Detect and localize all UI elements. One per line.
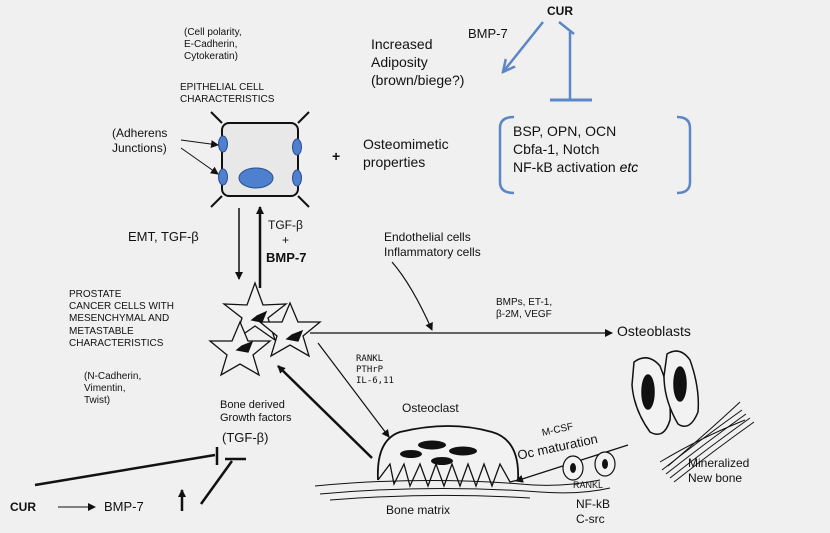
bone-matrix-label: Bone matrix <box>386 503 451 517</box>
osteoclast-label: Osteoclast <box>402 401 459 415</box>
endothelial-label: Endothelial cells Inflammatory cells <box>384 230 481 259</box>
bmps-label: BMPs, ET-1, β-2M, VEGF <box>496 297 553 321</box>
osteo-genes-box: BSP, OPN, OCN Cbfa-1, Notch NF-kB activa… <box>513 122 638 177</box>
tgfb-paren-label: (TGF-β) <box>222 430 269 445</box>
adherens-label: (Adherens Junctions) <box>112 126 168 155</box>
cur-bottom-label: CUR <box>10 500 36 514</box>
osteoblasts-label: Osteoblasts <box>617 323 691 339</box>
bone-derived-label: Bone derived Growth factors <box>220 399 292 425</box>
osteoclast-cell <box>377 425 519 488</box>
rankl-pthrp-label: RANKL PTHrP IL-6,11 <box>356 354 394 386</box>
osteo-genes-etc: etc <box>619 159 639 176</box>
left-bracket <box>498 115 515 195</box>
cur-to-adiposity-arrow <box>503 21 544 72</box>
osteo-genes-label: BSP, OPN, OCN Cbfa-1, Notch NF-kB activa… <box>513 123 617 176</box>
bmp7-top-label: BMP-7 <box>468 26 508 41</box>
endothelial-arrow <box>391 261 433 331</box>
osteoblast-cells <box>631 350 700 435</box>
ncadherin-label: (N-Cadherin, Vimentin, Twist) <box>84 371 142 407</box>
nfkb-csrc-label: NF-kB C-src <box>576 497 610 526</box>
plus-sign: + <box>332 148 341 164</box>
mineralized-label: Mineralized New bone <box>688 456 750 485</box>
bmp7-inhibition-line <box>199 460 234 505</box>
bone-matrix-lines <box>314 479 611 501</box>
bmp7-bottom-label: BMP-7 <box>104 499 144 514</box>
cur-inhibition-bar <box>550 21 592 102</box>
rankl-small-label: RANKL <box>573 480 604 490</box>
emt-label: EMT, TGF-β <box>128 229 199 244</box>
rankl-arrow <box>317 342 390 438</box>
prostate-label: PROSTATE CANCER CELLS WITH MESENCHYMAL A… <box>69 289 175 349</box>
adiposity-label: Increased Adiposity (brown/biege?) <box>371 36 465 89</box>
bmp7-mid-label: BMP-7 <box>266 250 307 265</box>
cur-top-label: CUR <box>547 4 573 18</box>
right-bracket <box>676 115 692 195</box>
growth-factor-arrow <box>277 365 373 459</box>
epithelial-cell <box>210 111 310 208</box>
cell-polarity-label: (Cell polarity, E-Cadherin, Cytokeratin) <box>184 27 242 63</box>
epithelial-label: EPITHELIAL CELL CHARACTERISTICS <box>180 82 275 106</box>
cancer-cells-stars <box>208 281 322 377</box>
preosteoclast-cells <box>562 451 616 481</box>
cur-bottom-inhibition-line <box>34 453 216 487</box>
mineralized-bone-lines <box>659 401 755 483</box>
tgfb-plus-label: TGF-β + <box>268 218 303 247</box>
osteomimetic-label: Osteomimetic properties <box>363 136 449 171</box>
